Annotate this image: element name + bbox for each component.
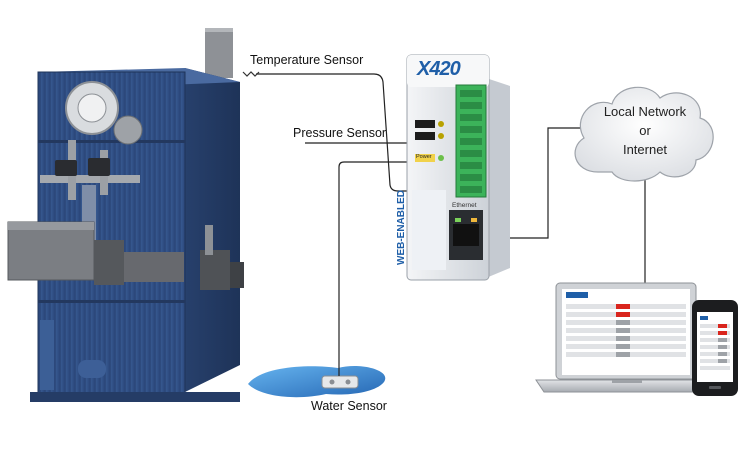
- cloud-label: Local Network or Internet: [585, 102, 705, 159]
- boiler-illustration: [7, 28, 244, 402]
- device-brand-logo: X420: [417, 58, 461, 80]
- temperature-wire: [256, 73, 447, 192]
- boiler-base: [30, 392, 240, 402]
- temperature-sensor-label: Temperature Sensor: [250, 53, 364, 67]
- smartphone: [692, 300, 738, 396]
- chimney: [205, 28, 233, 78]
- network-cloud: [574, 86, 714, 182]
- device-power-label: Power: [416, 154, 432, 160]
- pressure-sensor-label: Pressure Sensor: [293, 126, 387, 140]
- x420-device: [406, 54, 510, 281]
- side-valve: [200, 250, 230, 290]
- ethernet-cable: [508, 127, 580, 239]
- cloud-label-line-3: Internet: [622, 142, 668, 157]
- water-sensor-device: [321, 375, 359, 389]
- cloud-label-line-1: Local Network: [603, 104, 687, 119]
- water-sensor-label: Water Sensor: [311, 399, 387, 413]
- cloud-label-line-2: or: [639, 123, 651, 138]
- pipe-manifold: [40, 175, 140, 183]
- device-vertical-label: WEB-ENABLED: [396, 190, 407, 265]
- water-wire: [338, 161, 447, 376]
- laptop: [535, 282, 717, 393]
- water-puddle: [248, 365, 386, 398]
- control-box: [7, 221, 95, 281]
- device-port-label: Ethernet: [452, 202, 477, 209]
